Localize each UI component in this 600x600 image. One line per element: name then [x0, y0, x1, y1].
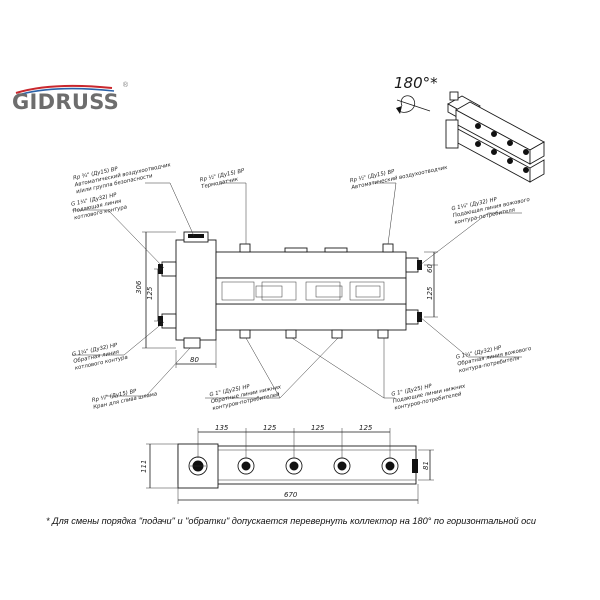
footnote: * Для смены порядка "подачи" и "обратки"… — [46, 516, 536, 526]
plan-view — [177, 443, 418, 489]
dim-plan-spacing-4: 125 — [359, 424, 373, 432]
callout-top-center: Rp ½" (Ду15) ВР Термодатчик — [199, 167, 246, 190]
dim-plan-spacing-3: 125 — [311, 424, 325, 432]
dim-front-height: 306 — [135, 280, 143, 294]
logo-text: GIDRUSS — [12, 90, 120, 114]
leader-lines — [72, 182, 522, 399]
callout-bottom-left: Rp ½" (Ду15) ВР Кран для слива шлама — [91, 387, 158, 410]
isometric-view — [445, 91, 545, 183]
callout-top-left: Rp ¾" (Ду15) ВР Автоматический воздухоот… — [73, 162, 172, 195]
plan-dimensions — [146, 428, 434, 504]
gidruss-logo: GIDRUSS ® — [12, 82, 128, 118]
dim-left-spacing: 125 — [146, 286, 154, 300]
front-dimensions — [142, 231, 438, 368]
callout-left-lower: G 1¼" (Ду32) НР Обратная линия котлового… — [71, 342, 128, 371]
callout-bottom-center: G 1" (Ду25) НР Обратные линии нижних кон… — [209, 384, 282, 412]
dim-plan-total: 670 — [284, 491, 298, 499]
callout-top-right: Rp ½" (Ду15) ВР Автоматический воздухоот… — [349, 165, 449, 192]
dim-right-top: 60 — [426, 264, 434, 273]
logo-swoosh — [15, 84, 115, 95]
rotation-label: 180°* — [394, 74, 438, 92]
dim-bottom-offset: 80 — [190, 356, 199, 364]
dim-plan-depth-left: 111 — [140, 460, 148, 473]
dim-plan-spacing-2: 125 — [263, 424, 277, 432]
callout-bottom-right: G 1" (Ду25) НР Подающие линии нижних кон… — [391, 383, 467, 411]
dim-plan-spacing-1: 135 — [215, 424, 229, 432]
dim-plan-depth-right: 81 — [422, 461, 430, 470]
dim-right-spacing: 125 — [426, 286, 434, 300]
rotate-arrow-icon — [396, 95, 431, 114]
front-view — [158, 231, 422, 349]
callout-left-upper: G 1¼" (Ду32) НР Подающая линия котлового… — [71, 192, 128, 221]
logo-registered-mark: ® — [122, 82, 128, 89]
callout-right-upper: G 1¼" (Ду32) НР Подающая линия вожового … — [451, 197, 531, 226]
callout-right-lower: G 1¼" (Ду32) НР Обратная линия вожового … — [455, 345, 532, 374]
